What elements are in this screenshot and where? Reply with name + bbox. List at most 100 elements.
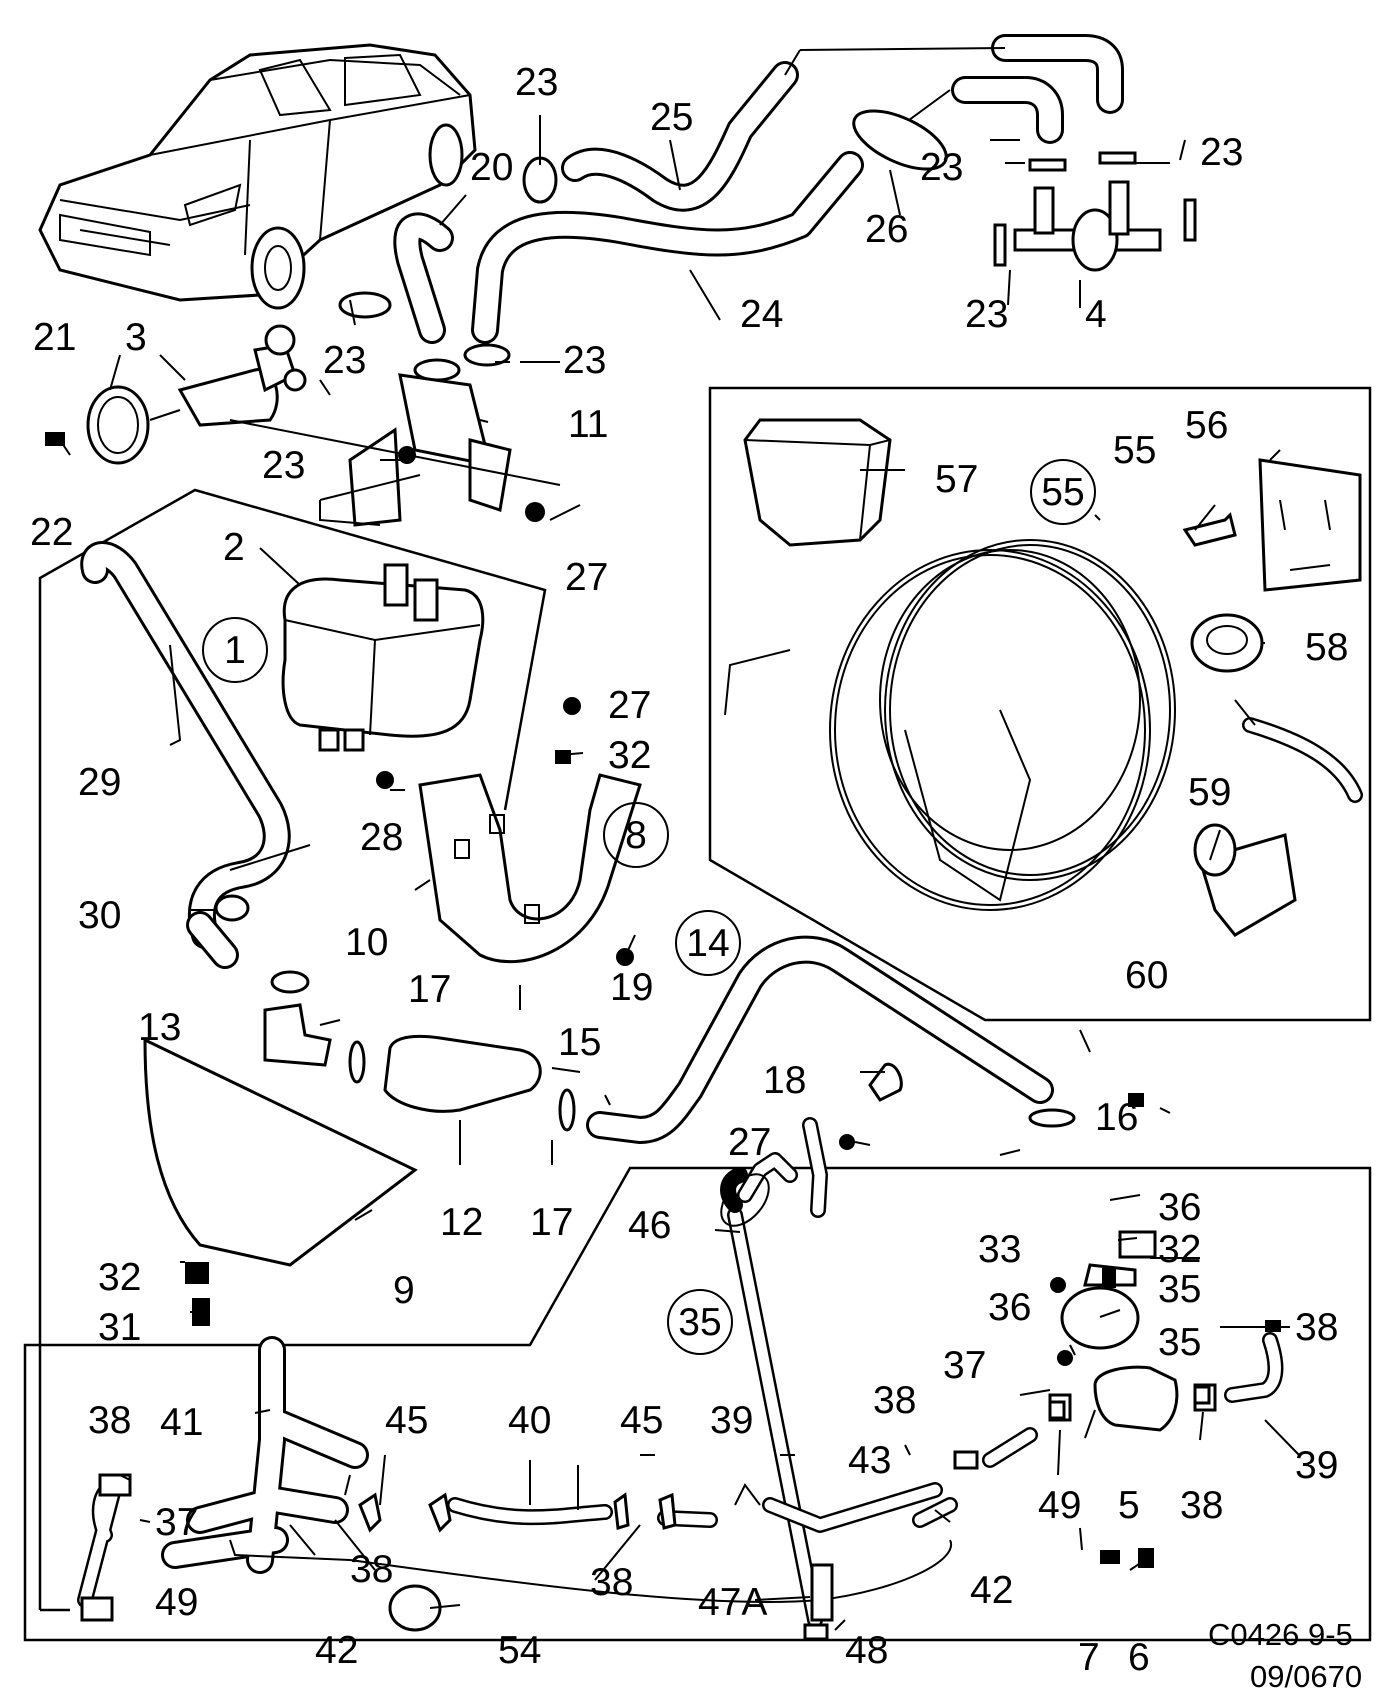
callout-18: 18 bbox=[763, 1059, 806, 1102]
heater-unit bbox=[281, 563, 485, 752]
callout-42: 38 bbox=[873, 1379, 916, 1422]
callout-53: 49 bbox=[155, 1581, 198, 1624]
fuel-pump bbox=[98, 1093, 1281, 1632]
callout-33: 32 bbox=[98, 1256, 141, 1299]
group-frames bbox=[23, 386, 1372, 1642]
drawing-date-code: 09/0670 bbox=[1250, 1659, 1362, 1694]
callout-5: 5 bbox=[1118, 1484, 1140, 1527]
hoses-upper bbox=[393, 34, 1124, 344]
callout-4: 4 bbox=[1085, 293, 1107, 336]
callout-50: 46 bbox=[628, 1204, 671, 1247]
callout-38: 35 bbox=[1158, 1268, 1201, 1311]
callout-39: 35 bbox=[1158, 1321, 1201, 1364]
callout-45: 39 bbox=[1295, 1444, 1338, 1487]
callout-42: 38 bbox=[1295, 1306, 1338, 1349]
callout-42: 38 bbox=[1180, 1484, 1223, 1527]
callout-labels: 23 25 20 26 23 23 23 4 24 21 3 23 23 11 … bbox=[30, 61, 1348, 1679]
callout-22: 22 bbox=[30, 511, 73, 554]
wiring-kit bbox=[724, 418, 1363, 937]
callout-31: 30 bbox=[78, 894, 121, 937]
callout-49: 43 bbox=[848, 1439, 891, 1482]
callout-13: 13 bbox=[138, 1006, 181, 1049]
callout-3: 3 bbox=[125, 316, 147, 359]
fuel-lines bbox=[77, 1117, 1284, 1641]
callout-33: 32 bbox=[608, 734, 651, 777]
bracket-upper bbox=[229, 373, 561, 527]
callout-37: 33 bbox=[978, 1228, 1021, 1271]
callout-10: 10 bbox=[345, 921, 388, 964]
callout-41: 37 bbox=[943, 1344, 986, 1387]
callout-47: 41 bbox=[160, 1401, 203, 1444]
callout-57: 56 bbox=[1185, 404, 1228, 447]
callout-24: 23 bbox=[1200, 131, 1243, 174]
callout-21: 21 bbox=[33, 316, 76, 359]
circled-callouts: 1 8 14 35 55 bbox=[202, 459, 1096, 1355]
callout-40: 36 bbox=[1158, 1186, 1201, 1229]
heater-bracket bbox=[376, 697, 642, 966]
circled-1: 1 bbox=[224, 629, 246, 672]
exhaust-system bbox=[263, 935, 1076, 1150]
callout-28: 27 bbox=[608, 684, 651, 727]
callout-42: 38 bbox=[590, 1561, 633, 1604]
frame-fuel-line-kit bbox=[23, 1166, 1372, 1642]
callout-23: 23 bbox=[262, 444, 305, 487]
callout-16: 16 bbox=[1095, 1096, 1138, 1139]
callout-29: 28 bbox=[360, 816, 403, 859]
callout-17: 17 bbox=[530, 1201, 573, 1244]
callout-53: 49 bbox=[1038, 1484, 1081, 1527]
callout-28: 27 bbox=[728, 1121, 771, 1164]
callout-43: 39 bbox=[710, 1399, 753, 1442]
callout-56: 55 bbox=[1113, 429, 1156, 472]
callout-48: 45 bbox=[385, 1399, 428, 1442]
callout-25: 24 bbox=[740, 293, 783, 336]
callout-60: 59 bbox=[1188, 771, 1231, 814]
circled-35: 35 bbox=[678, 1301, 721, 1344]
callout-9: 9 bbox=[393, 1269, 415, 1312]
callout-51: 47A bbox=[698, 1581, 767, 1624]
circled-55: 55 bbox=[1041, 471, 1084, 514]
callout-46: 40 bbox=[508, 1399, 551, 1442]
car-illustration bbox=[38, 43, 477, 310]
callout-24: 23 bbox=[965, 293, 1008, 336]
callout-17: 17 bbox=[408, 968, 451, 1011]
t-valve bbox=[1013, 180, 1162, 272]
callout-20: 20 bbox=[470, 146, 513, 189]
callout-32: 31 bbox=[98, 1306, 141, 1349]
callout-61: 60 bbox=[1125, 954, 1168, 997]
callout-11: 11 bbox=[568, 403, 609, 446]
frame-wiring-kit bbox=[708, 386, 1372, 1022]
circled-8: 8 bbox=[625, 814, 647, 857]
callout-41: 37 bbox=[155, 1501, 198, 1544]
callout-58: 57 bbox=[935, 458, 978, 501]
callout-19: 19 bbox=[610, 966, 653, 1009]
callout-26: 25 bbox=[650, 96, 693, 139]
callout-27: 26 bbox=[865, 208, 908, 251]
callout-24: 23 bbox=[515, 61, 558, 104]
callout-12: 12 bbox=[440, 1201, 483, 1244]
circled-14: 14 bbox=[686, 922, 729, 965]
callout-47a: 42 bbox=[970, 1569, 1013, 1612]
callout-28: 27 bbox=[565, 556, 608, 599]
frame-heater-assembly bbox=[38, 488, 547, 1612]
callout-24: 23 bbox=[563, 339, 606, 382]
callout-24: 23 bbox=[323, 339, 366, 382]
hose-coolant-left bbox=[80, 541, 311, 969]
drawing-code: C0426 9-5 bbox=[1208, 1617, 1353, 1652]
valve-assembly bbox=[45, 324, 307, 465]
callout-48: 45 bbox=[620, 1399, 663, 1442]
heat-shield bbox=[143, 1037, 418, 1326]
callout-30: 29 bbox=[78, 761, 121, 804]
callout-15: 15 bbox=[558, 1021, 601, 1064]
callout-2: 2 bbox=[223, 526, 245, 569]
callout-6: 6 bbox=[1128, 1636, 1150, 1679]
callout-40: 36 bbox=[988, 1286, 1031, 1329]
callout-52: 48 bbox=[845, 1629, 888, 1672]
callout-36: 32 bbox=[1158, 1228, 1201, 1271]
callout-24: 23 bbox=[920, 146, 963, 189]
callout-42: 38 bbox=[350, 1548, 393, 1591]
callout-47a: 42 bbox=[315, 1629, 358, 1672]
callout-59: 58 bbox=[1305, 626, 1348, 669]
callout-7: 7 bbox=[1078, 1636, 1100, 1679]
callout-42: 38 bbox=[88, 1399, 131, 1442]
